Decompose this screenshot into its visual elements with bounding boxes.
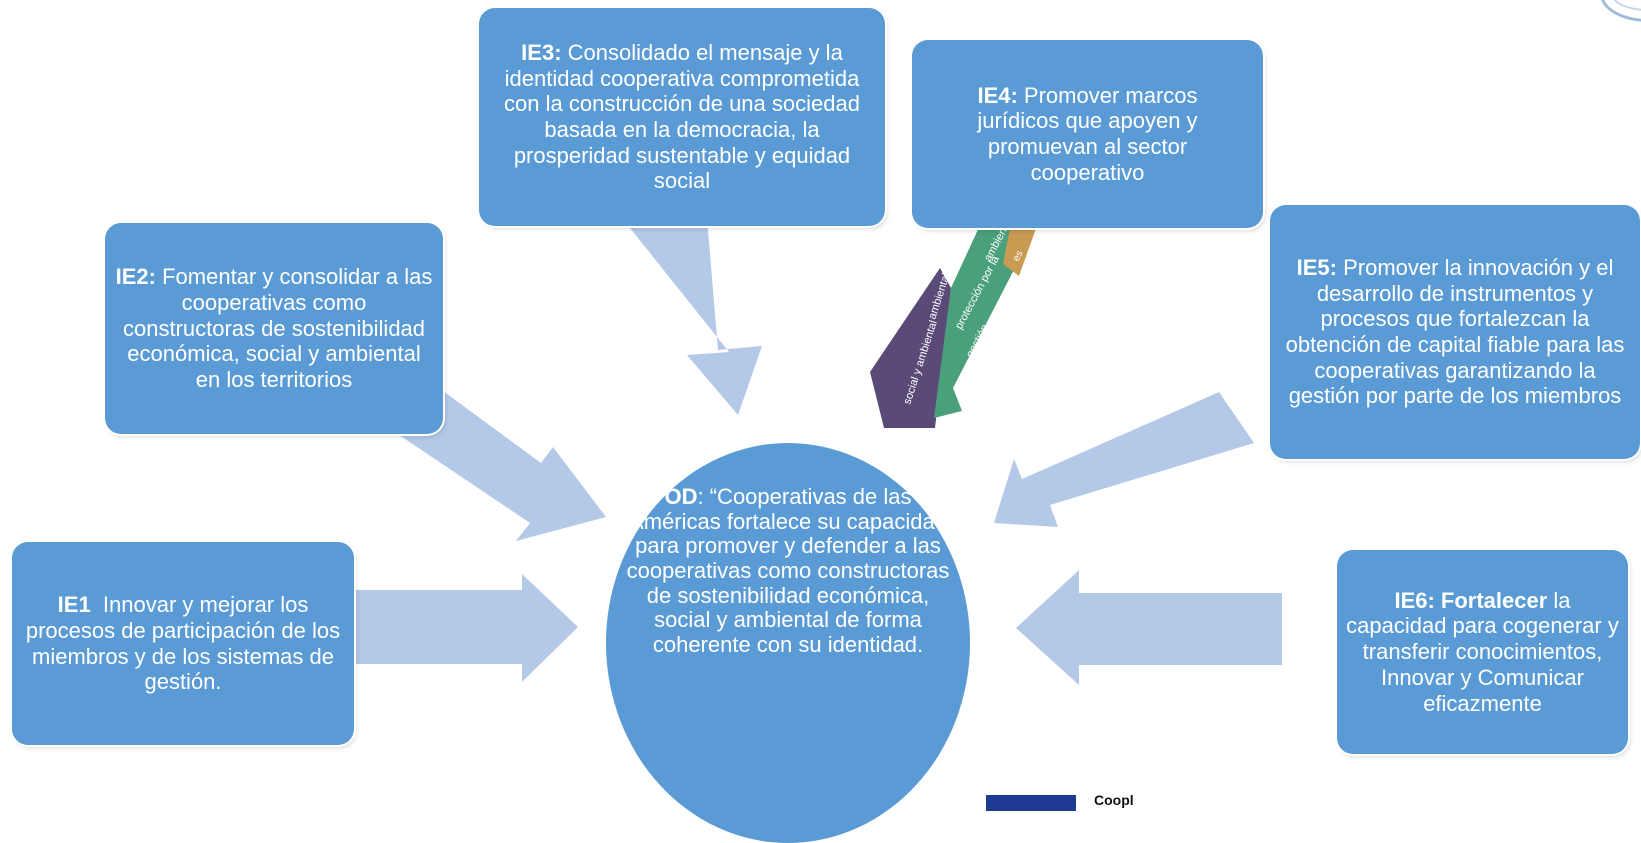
node-ie1-body: Innovar y mejorar los procesos de partic… bbox=[25, 592, 347, 695]
node-ie3-body: Consolidado el mensaje y la identidad co… bbox=[504, 39, 860, 194]
node-ie3: IE3: Consolidado el mensaje y la identid… bbox=[479, 8, 885, 226]
node-ie6-body: la capacidad para cogenerar y transferir… bbox=[1346, 587, 1619, 716]
node-ie2-body: Fomentar y consolidar a las cooperativas… bbox=[122, 264, 433, 393]
node-ie4: IE4: Promover marcos jurídicos que apoye… bbox=[912, 40, 1263, 228]
node-ie1: IE1 Innovar y mejorar los procesos de pa… bbox=[12, 542, 354, 745]
node-ie2-label: IE2: bbox=[115, 264, 156, 290]
node-ie5-text: IE5: Promover la innovación y el desarro… bbox=[1276, 255, 1634, 409]
arrow-ie1 bbox=[342, 574, 578, 682]
arrow-ie3 bbox=[622, 218, 762, 415]
fragment-text-6: es bbox=[1011, 249, 1026, 263]
node-ie2-text: IE2: Fomentar y consolidar a las coopera… bbox=[115, 264, 433, 393]
center-objective-body: : “Cooperativas de las Américas fortalec… bbox=[626, 484, 950, 657]
embedded-fragment: social y ambiental ambiental y protecció… bbox=[870, 216, 1038, 428]
node-ie3-label: IE3: bbox=[521, 39, 562, 65]
center-objective-text: OD: “Cooperativas de las Américas fortal… bbox=[624, 484, 952, 657]
arrow-ie6 bbox=[1016, 570, 1282, 685]
node-ie4-text: IE4: Promover marcos jurídicos que apoye… bbox=[968, 83, 1207, 186]
node-ie1-label: IE1 bbox=[57, 592, 91, 618]
bottom-logo-mark bbox=[986, 795, 1076, 811]
fragment-orange-segment bbox=[1003, 223, 1038, 276]
node-ie6-label: IE6: Fortalecer bbox=[1394, 587, 1548, 613]
node-ie6: IE6: Fortalecer la capacidad para cogene… bbox=[1337, 550, 1628, 754]
node-ie1-text: IE1 Innovar y mejorar los procesos de pa… bbox=[22, 592, 344, 695]
fragment-green-segment bbox=[934, 223, 1020, 418]
fragment-purple-segment bbox=[870, 268, 951, 428]
center-objective-label: OD bbox=[664, 484, 698, 509]
arrow-ie5 bbox=[994, 392, 1254, 527]
node-ie3-text: IE3: Consolidado el mensaje y la identid… bbox=[489, 40, 875, 194]
node-ie2: IE2: Fomentar y consolidar a las coopera… bbox=[105, 223, 443, 434]
node-ie5-body: Promover la innovación y el desarrollo d… bbox=[1285, 254, 1625, 409]
diagram-canvas: social y ambiental ambiental y protecció… bbox=[12, 0, 1641, 843]
node-ie6-text: IE6: Fortalecer la capacidad para cogene… bbox=[1345, 588, 1620, 717]
node-ie5: IE5: Promover la innovación y el desarro… bbox=[1270, 205, 1640, 459]
center-objective: OD: “Cooperativas de las Américas fortal… bbox=[606, 443, 970, 843]
node-ie5-label: IE5: bbox=[1296, 254, 1337, 280]
bottom-logo-text: Coopl bbox=[1094, 792, 1134, 808]
node-ie4-label: IE4: bbox=[977, 82, 1018, 108]
node-ie4-body: Promover marcos jurídicos que apoyen y p… bbox=[977, 82, 1198, 185]
